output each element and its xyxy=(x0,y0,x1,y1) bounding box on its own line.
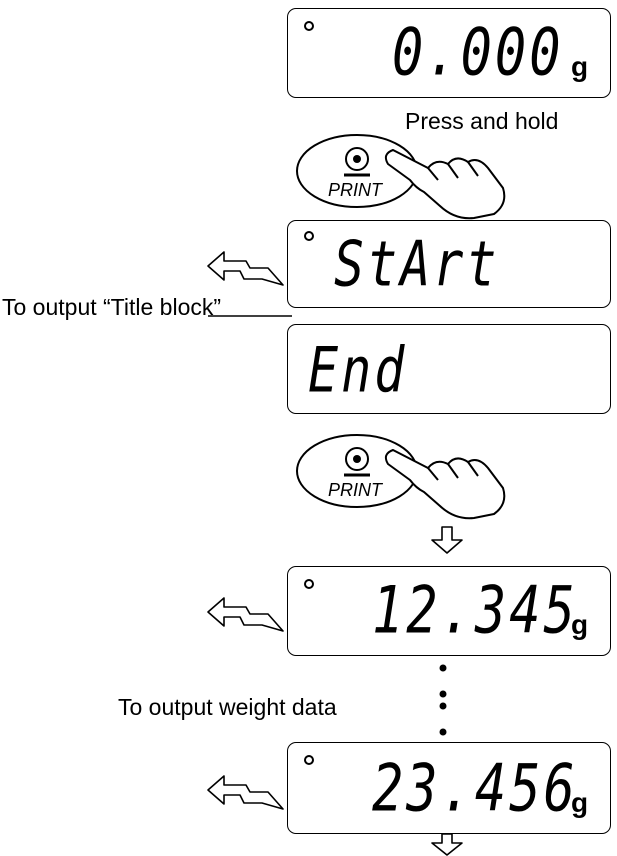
stability-mark-icon xyxy=(304,755,314,765)
display-start: StArt xyxy=(287,220,611,308)
stability-mark-icon xyxy=(304,21,314,31)
down-arrow-icon xyxy=(431,526,463,554)
display-initial: 0.000 g xyxy=(287,8,611,98)
display-value: 0.000 xyxy=(392,15,564,91)
display-value: 12.345 xyxy=(372,573,578,649)
hand-press-icon xyxy=(384,149,506,220)
display-unit: g xyxy=(571,609,589,640)
display-value: StArt xyxy=(334,227,500,301)
press-and-hold-label: Press and hold xyxy=(405,108,559,134)
display-end: End xyxy=(287,324,611,414)
display-value: 23.456 xyxy=(372,751,578,827)
outgoing-arrow-icon xyxy=(207,597,284,632)
print-key-label: PRINT xyxy=(328,480,382,500)
stability-mark-icon xyxy=(304,231,314,241)
display-unit: g xyxy=(571,787,589,818)
stability-mark-icon xyxy=(304,579,314,589)
print-key-label: PRINT xyxy=(328,180,382,200)
display-weight-1: 12.345 g xyxy=(287,566,611,656)
outgoing-arrow-icon xyxy=(207,251,284,286)
title-block-label: To output “Title block” xyxy=(2,294,222,320)
weight-data-label: To output weight data xyxy=(118,694,337,720)
continuation-dots xyxy=(439,664,447,736)
display-unit: g xyxy=(571,51,589,82)
hand-press-icon xyxy=(384,449,506,520)
display-value: End xyxy=(308,333,408,407)
outgoing-arrow-icon xyxy=(207,775,284,810)
down-arrow-icon xyxy=(431,833,463,856)
